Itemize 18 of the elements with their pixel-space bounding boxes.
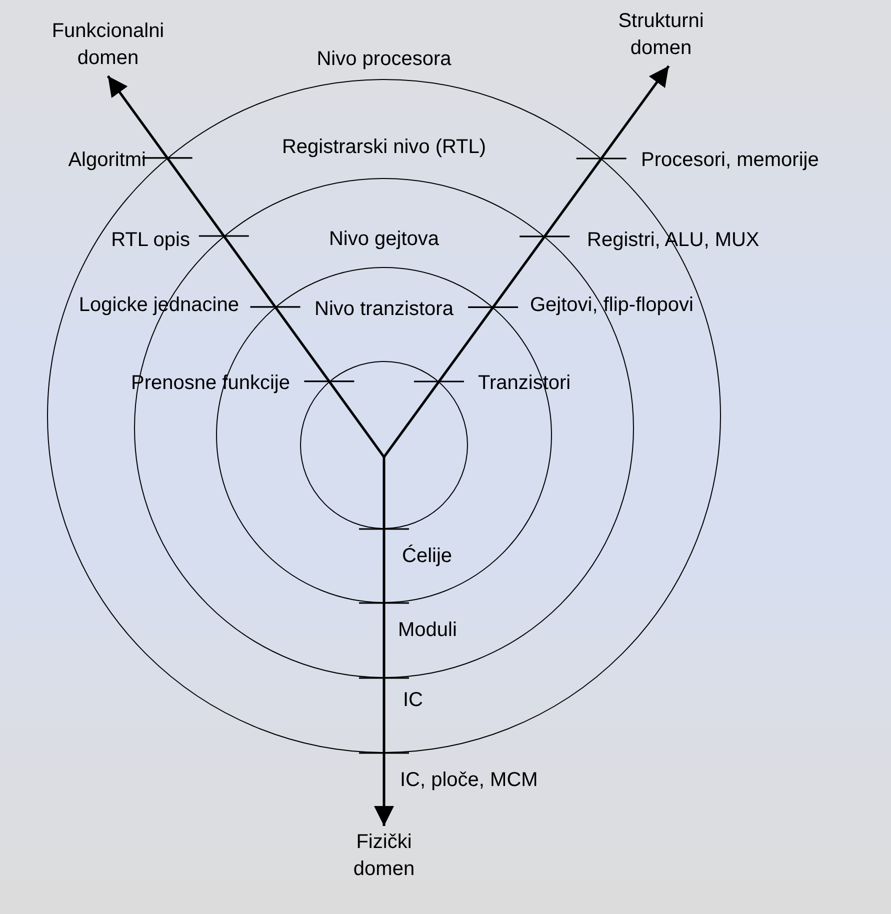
domain-label: Funkcionalni domen: [43, 14, 173, 76]
level-item-label: Moduli: [398, 618, 457, 642]
arrow: [106, 75, 386, 458]
domain-label: Fizički domen: [324, 826, 444, 886]
level-item-label: Ćelije: [402, 544, 452, 568]
level-label: Nivo procesora: [316, 47, 452, 72]
level-item-label: RTL opis: [111, 228, 190, 252]
level-item-label: IC: [403, 688, 423, 712]
level-label: Registrarski nivo (RTL): [280, 135, 488, 160]
arrow: [382, 65, 670, 458]
level-label: Nivo tranzistora: [314, 297, 454, 322]
level-item-label: Gejtovi, flip-flopovi: [530, 293, 694, 317]
arrow: [374, 457, 394, 826]
level-item-label: IC, ploče, MCM: [400, 768, 538, 792]
level-label: Nivo gejtova: [328, 227, 440, 252]
level-item-label: Procesori, memorije: [641, 148, 819, 172]
domain-label: Strukturni domen: [596, 4, 726, 66]
level-item-label: Algoritmi: [68, 148, 146, 172]
